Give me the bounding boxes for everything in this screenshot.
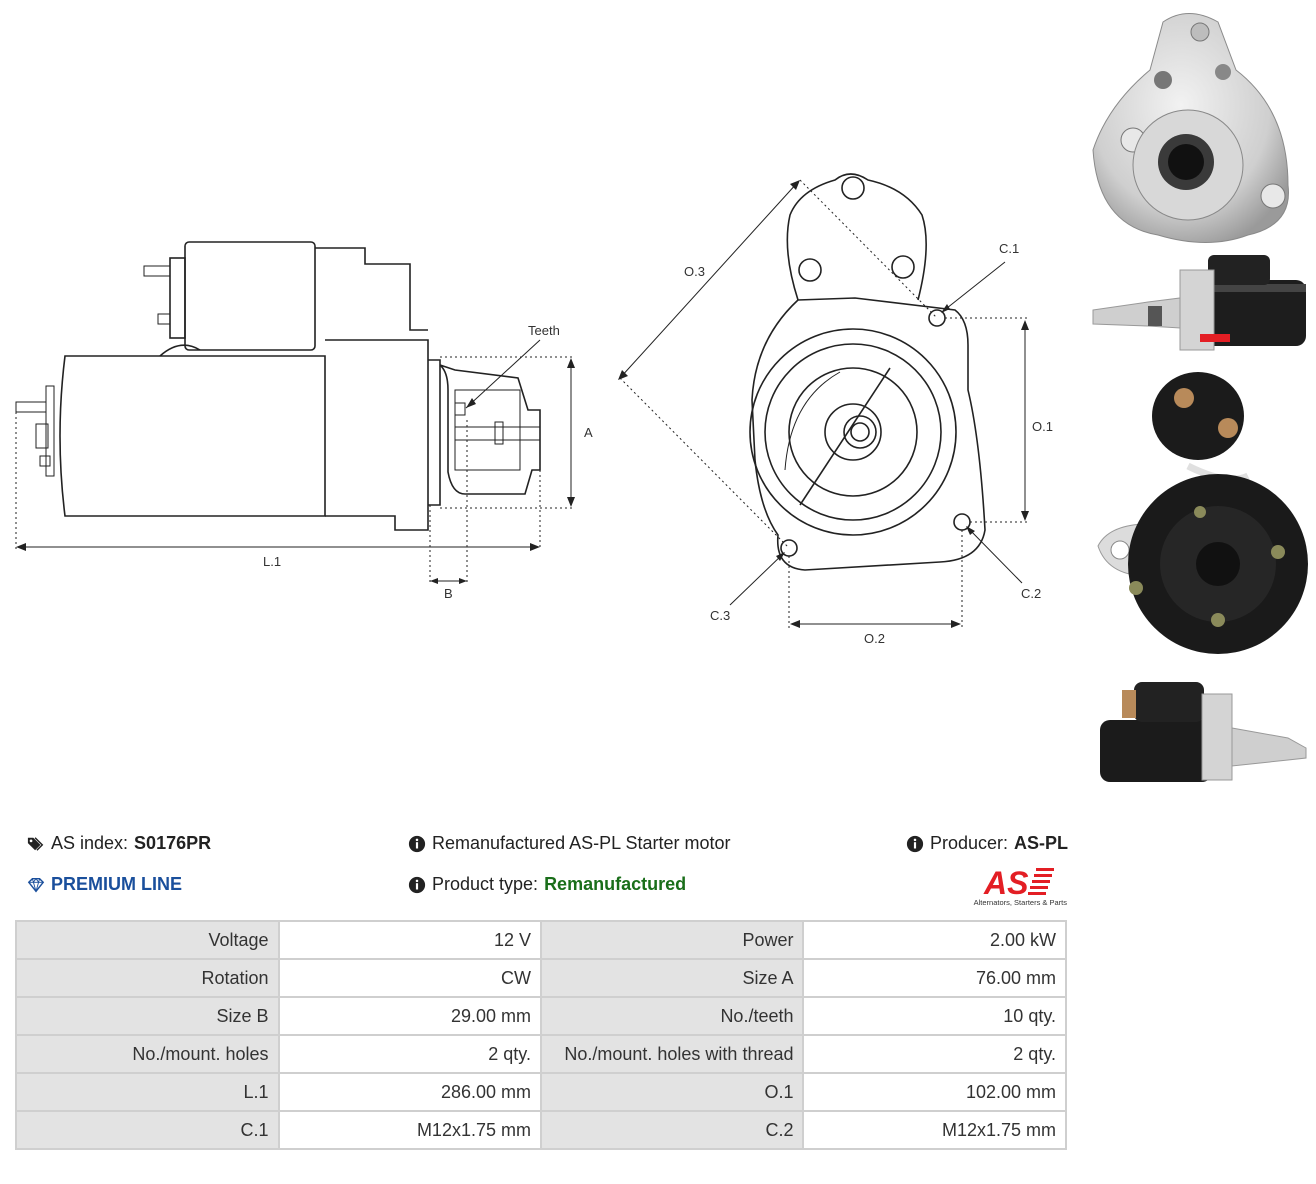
spec-value: CW (277, 958, 542, 998)
dimension-o2-label: O.2 (864, 631, 885, 646)
product-type: Product type: Remanufactured (408, 874, 686, 895)
spec-key: No./mount. holes with thread (539, 1034, 805, 1074)
spec-value: 12 V (277, 920, 542, 960)
spec-key: Size A (539, 958, 805, 998)
spec-key: Power (539, 920, 805, 960)
spec-value: 2 qty. (277, 1034, 542, 1074)
product-title: Remanufactured AS-PL Starter motor (408, 833, 730, 854)
teeth-label: Teeth (528, 323, 560, 338)
as-index: AS index: S0176PR (27, 833, 211, 854)
c2-label: C.2 (1021, 586, 1041, 601)
dimension-o3-label: O.3 (684, 264, 705, 279)
c3-label: C.3 (710, 608, 730, 623)
c1-label: C.1 (999, 241, 1019, 256)
spec-value: 10 qty. (802, 996, 1067, 1036)
front-view-drawing: O.3 O.1 O.2 C.1 C.2 C.3 (618, 173, 1053, 646)
spec-value: M12x1.75 mm (277, 1110, 542, 1150)
info-icon (408, 876, 426, 893)
producer-value: AS-PL (1014, 833, 1069, 853)
spec-value: 76.00 mm (802, 958, 1067, 998)
svg-text:AS: AS (983, 865, 1029, 901)
spec-key: O.1 (539, 1072, 805, 1112)
diamond-icon (27, 877, 45, 892)
premium-line[interactable]: PREMIUM LINE (27, 874, 182, 895)
info-icon (408, 835, 426, 852)
logo-tagline: Alternators, Starters & Parts (974, 898, 1068, 907)
as-pl-logo[interactable]: AS Alternators, Starters & Parts (960, 864, 1068, 908)
product-photo-rear[interactable] (1088, 366, 1310, 666)
as-index-value: S0176PR (134, 833, 212, 853)
product-title-text: Remanufactured AS-PL Starter motor (432, 833, 731, 853)
spec-key: L.1 (15, 1072, 280, 1112)
product-photo-front[interactable] (1088, 10, 1310, 246)
spec-value: 102.00 mm (802, 1072, 1067, 1112)
as-index-label: AS index: (51, 833, 129, 853)
product-type-label: Product type: (432, 874, 539, 894)
side-view-drawing: Teeth A L.1 B (15, 241, 593, 601)
dimension-l1-label: L.1 (263, 554, 281, 569)
spec-value: M12x1.75 mm (802, 1110, 1067, 1150)
spec-key: No./teeth (539, 996, 805, 1036)
premium-line-label: PREMIUM LINE (51, 874, 183, 894)
dimension-b-label: B (444, 586, 453, 601)
spec-value: 2.00 kW (802, 920, 1067, 960)
producer-label: Producer: (930, 833, 1009, 853)
dimension-o1-label: O.1 (1032, 419, 1053, 434)
tags-icon (27, 836, 44, 851)
spec-value: 2 qty. (802, 1034, 1067, 1074)
spec-value: 286.00 mm (277, 1072, 542, 1112)
spec-value: 29.00 mm (277, 996, 542, 1036)
product-type-value: Remanufactured (544, 874, 687, 894)
spec-key: Rotation (15, 958, 280, 998)
product-photo-side[interactable] (1088, 250, 1310, 356)
spec-key: C.1 (15, 1110, 280, 1150)
spec-key: C.2 (539, 1110, 805, 1150)
as-logo-icon: AS Alternators, Starters & Parts (974, 865, 1068, 907)
spec-key: Size B (15, 996, 280, 1036)
dimension-a-label: A (584, 425, 593, 440)
info-icon (906, 835, 924, 852)
spec-key: No./mount. holes (15, 1034, 280, 1074)
spec-key: Voltage (15, 920, 280, 960)
product-photo-angle[interactable] (1088, 678, 1310, 788)
producer: Producer: AS-PL (906, 833, 1068, 854)
